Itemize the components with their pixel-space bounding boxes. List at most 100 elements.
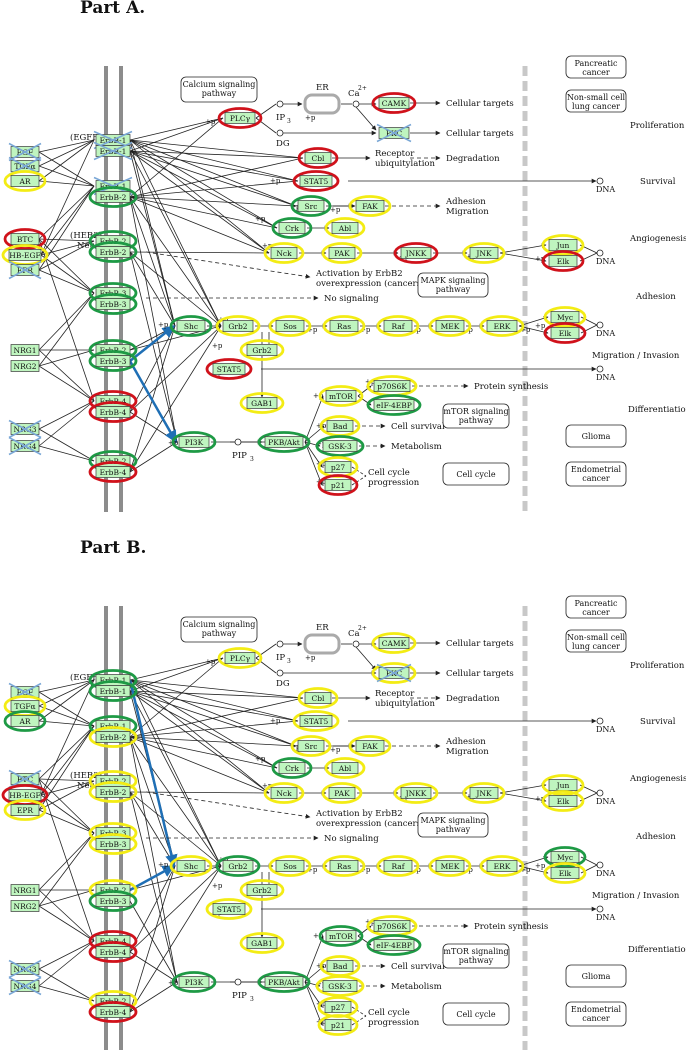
edge-NRG4-ErbB2e (38, 445, 95, 462)
node-label: ErbB-3 (100, 300, 127, 309)
neu-label: Neu (77, 241, 95, 251)
pancreatic-cancer-box-text: Pancreatic (574, 59, 618, 68)
node-label: JNK (475, 789, 492, 798)
blue-edge-ErbB2d-Shc (129, 864, 176, 892)
ip3-label: IP (276, 653, 285, 663)
node-p21: p21 (317, 1014, 359, 1036)
node-erbb4c: ErbB-4 (88, 461, 138, 483)
node-box (224, 112, 256, 124)
ring-yellow (376, 315, 420, 337)
arrow-PKBAkt-mTOR (304, 935, 324, 983)
node-camk: CAMK (371, 92, 417, 114)
node-box (222, 320, 254, 332)
node-nck: Nck (263, 242, 305, 264)
migration-label: Migration (446, 207, 489, 217)
node-erbb3c: ErbB-3 (88, 890, 138, 912)
ring-red (543, 322, 587, 344)
node-mtor: mTOR (318, 385, 364, 407)
node-nrg4: NRG4 (8, 976, 42, 996)
node-p27: p27 (317, 456, 359, 478)
dg-circle (276, 129, 284, 137)
ring-yellow (88, 833, 138, 855)
edge-NRG1-ErbB3a (38, 832, 95, 891)
node-box (10, 344, 40, 356)
edge-HB-EGF-ErbB1c (40, 725, 95, 796)
ring-yellow (88, 781, 138, 803)
calcium-pathway-box-frame (180, 76, 258, 103)
node-box (246, 884, 278, 896)
edge-ErbB1b-STAT5a (129, 150, 299, 182)
node-box (10, 884, 40, 896)
phospho-mark: +p (330, 746, 341, 754)
target-label: Degradation (446, 154, 500, 164)
phospho-mark: +p (305, 114, 316, 122)
dna-circle (596, 177, 604, 185)
edge-EGF-ErbB1c (38, 151, 95, 187)
edge-ErbB1b-Grb2a (129, 690, 222, 867)
edge-ErbB1b-Grb2a (129, 150, 222, 327)
ring-green (290, 195, 332, 217)
p21-prog (351, 475, 367, 486)
endometrial-cancer-box-frame (565, 461, 627, 487)
node-label: p70S6K (377, 382, 407, 391)
node-label: Raf (391, 862, 405, 871)
edge-BTC-ErbB1c (38, 185, 95, 240)
ring-green (171, 431, 217, 453)
ip3-sub: 3 (287, 658, 291, 665)
node-box (329, 860, 359, 872)
cross-mark (8, 142, 42, 162)
edge-AR-ErbB1a (38, 139, 95, 182)
ca-sup: 2+ (358, 85, 367, 92)
node-label: p70S6K (377, 922, 407, 931)
cross-mark (8, 959, 42, 979)
node-box (278, 222, 306, 234)
node-box (304, 692, 332, 704)
node-box (95, 731, 131, 743)
node-crk: Crk (271, 217, 313, 239)
calcium-pathway-box-text: Calcium signaling (183, 80, 256, 89)
node-mek: MEK (428, 315, 472, 337)
receptor-label: ubiquitylation (375, 159, 436, 169)
ring-yellow (292, 710, 340, 732)
phospho-mark: +p (535, 322, 546, 330)
node-label: Bad (333, 422, 348, 431)
edge-NRG1-ErbB4a (38, 889, 95, 942)
edge-AR-ErbB1a (38, 679, 95, 722)
pip3-circle (234, 978, 242, 986)
outcome-differentiation: Differentiation (628, 405, 686, 415)
ring-yellow (3, 799, 47, 821)
edge-ErbB4c-PI3K (129, 441, 178, 473)
pip3-sub: 3 (250, 456, 254, 463)
outcome-survival: Survival (640, 177, 676, 187)
edge-BTC-ErbB1c (38, 725, 95, 780)
node-crk: Crk (271, 757, 313, 779)
node-label: Elk (559, 329, 572, 338)
glioma-box-text: Glioma (582, 432, 611, 441)
ring-yellow (324, 757, 366, 779)
cross-mark (93, 141, 133, 161)
ring-yellow (290, 735, 332, 757)
node-label: Crk (285, 224, 299, 233)
phospho-mark: +p (205, 118, 216, 126)
phospho-mark: +p (158, 861, 169, 869)
node-erbb4b: ErbB-4 (88, 401, 138, 423)
edge-ErbB1b-Crk (129, 690, 278, 769)
phospho-mark: +p (212, 342, 223, 350)
node-label: HB-EGF (9, 791, 40, 800)
ring-yellow (321, 782, 363, 804)
ring-yellow (324, 217, 366, 239)
mapk-pathway-box-frame (417, 272, 489, 298)
node-nrg3: NRG3 (8, 959, 42, 979)
node-box (435, 320, 465, 332)
node-label: Grb2 (228, 322, 247, 331)
edge-NRG4-ErbB4a (38, 940, 95, 987)
node-label: MEK (441, 862, 460, 871)
node-label: BTC (17, 235, 34, 244)
node-box (325, 390, 357, 402)
node-mek: MEK (428, 855, 472, 877)
edge-ErbB2a-Nck (129, 736, 270, 794)
node-label: ErbB-2 (100, 733, 127, 742)
edge-NRG2-ErbB4a (38, 365, 95, 402)
